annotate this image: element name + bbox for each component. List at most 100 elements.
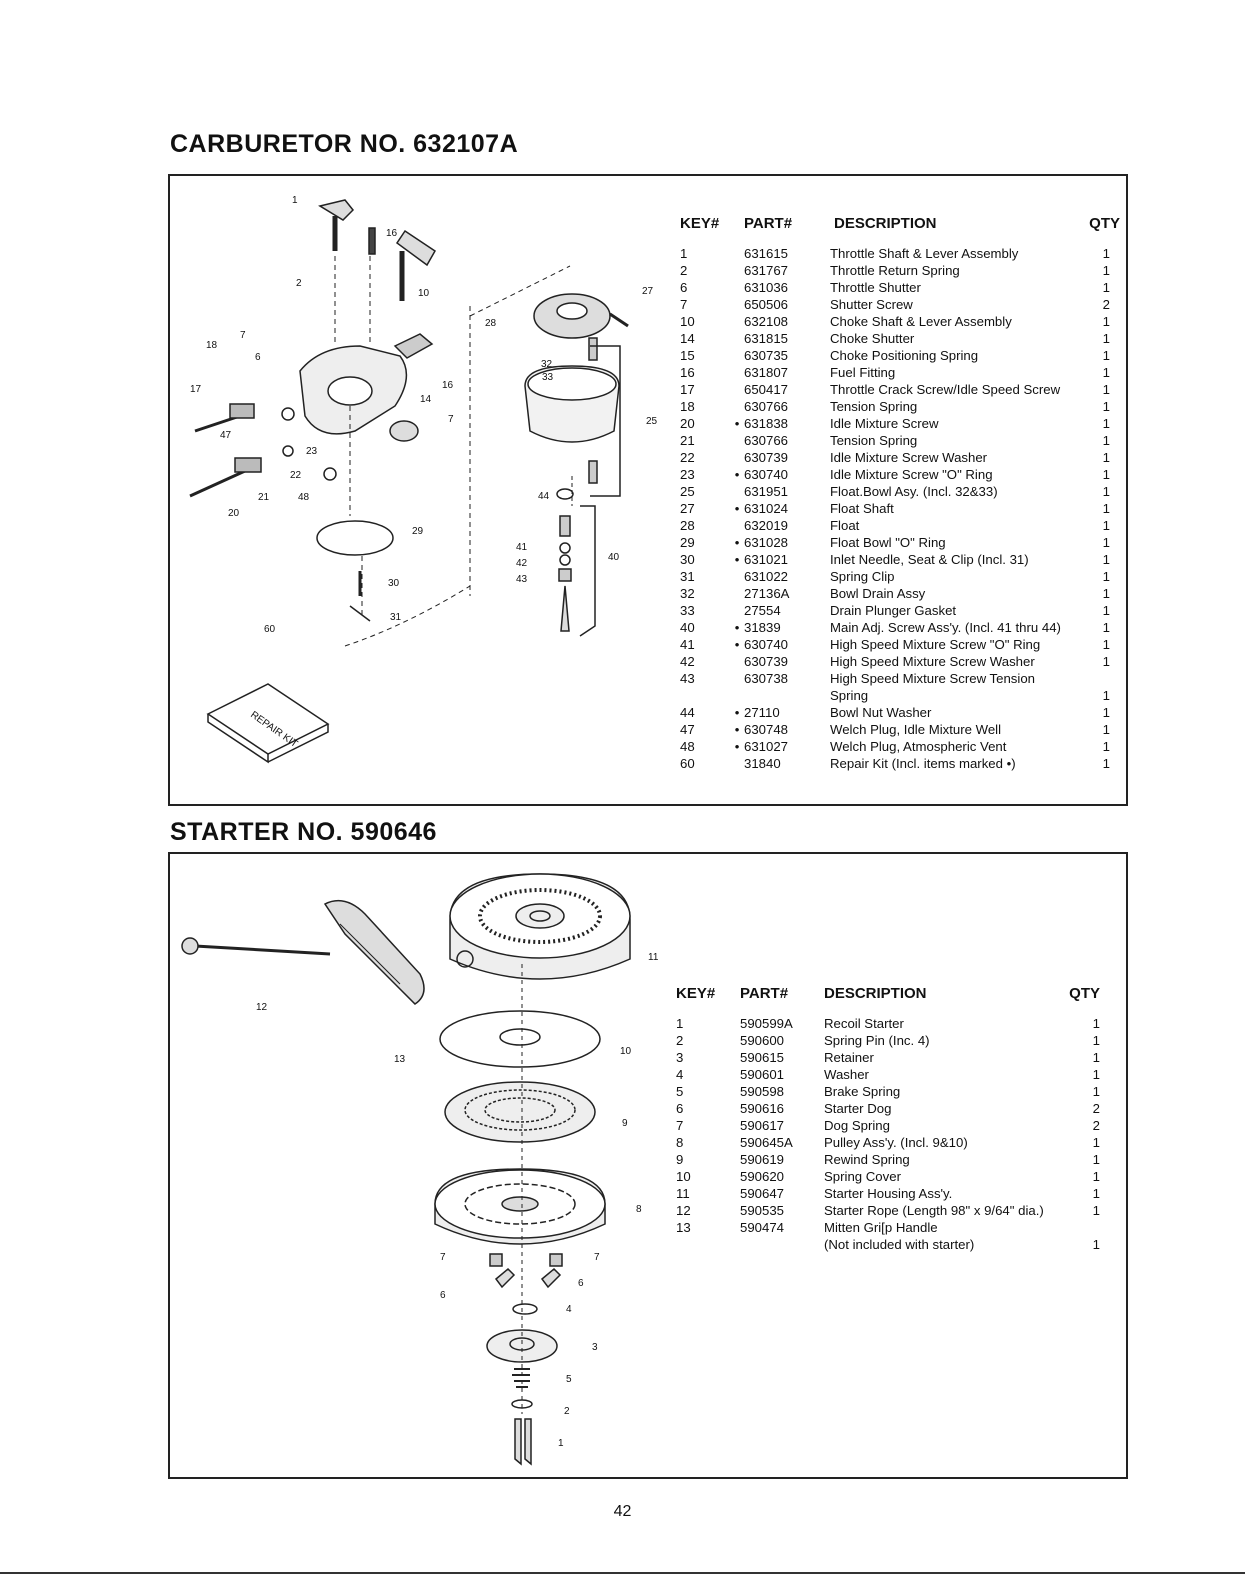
row-marker — [730, 653, 744, 670]
row-key: 3 — [676, 1050, 684, 1065]
row-key: 7 — [680, 297, 688, 312]
row-key: 8 — [676, 1135, 684, 1150]
row-part-number: 590647 — [740, 1186, 785, 1201]
row-part-number: 631027 — [744, 739, 789, 754]
callout-10: 10 — [418, 288, 430, 299]
row-description: Pulley Ass'y. (Incl. 9&10) — [824, 1135, 968, 1150]
row-marker — [730, 313, 744, 330]
page-number: 42 — [613, 1503, 632, 1520]
row-key: 11 — [676, 1186, 690, 1201]
row-description: High Speed Mixture Screw Washer — [830, 654, 1035, 669]
callout-2: 2 — [296, 278, 302, 289]
row-part-number: 590619 — [740, 1152, 785, 1167]
row-marker — [730, 483, 744, 500]
row-description: Dog Spring — [824, 1118, 890, 1133]
row-description: Spring Clip — [830, 569, 895, 584]
row-qty: 1 — [1102, 705, 1110, 720]
row-qty: 1 — [1102, 484, 1110, 499]
rewind-spring-part — [444, 1081, 596, 1143]
row-qty: 1 — [1102, 586, 1110, 601]
callout-28: 28 — [485, 318, 497, 329]
row-part-number: 631022 — [744, 569, 789, 584]
row-part-number: 590617 — [740, 1118, 785, 1133]
row-part-number: 630766 — [744, 433, 789, 448]
starter-callouts: 11 12 13 10 9 8 7 7 6 6 4 3 5 2 1 — [256, 952, 659, 1449]
row-part-number: 590615 — [740, 1050, 785, 1065]
row-description: Idle Mixture Screw "O" Ring — [830, 467, 993, 482]
row-key: 9 — [676, 1152, 684, 1167]
header-part: PART# — [744, 215, 793, 232]
row-key: 14 — [680, 331, 695, 346]
row-key: 30 — [680, 552, 695, 567]
row-description: Welch Plug, Idle Mixture Well — [830, 722, 1002, 737]
row-marker — [730, 602, 744, 619]
row-description: Throttle Shaft & Lever Assembly — [830, 246, 1019, 261]
row-part-number: 27136A — [744, 586, 790, 601]
row-description: Starter Dog — [824, 1101, 892, 1116]
row-part-number: 31839 — [744, 620, 781, 635]
row-marker — [730, 432, 744, 449]
row-key: 16 — [680, 365, 695, 380]
row-key: 29 — [680, 535, 695, 550]
row-marker — [730, 245, 744, 262]
row-part-number: 630739 — [744, 654, 789, 669]
row-marker: • — [734, 620, 740, 635]
row-part-number: 631807 — [744, 365, 789, 380]
callout-20: 20 — [228, 508, 240, 519]
row-qty: 1 — [1102, 501, 1110, 516]
header-key: KEY# — [676, 985, 716, 1002]
row-qty: 1 — [1102, 331, 1110, 346]
row-part-number: 630766 — [744, 399, 789, 414]
row-part-number: 590620 — [740, 1169, 785, 1184]
row-marker: • — [734, 705, 740, 720]
row-qty: 1 — [1092, 1152, 1100, 1167]
row-qty — [1088, 1219, 1100, 1236]
header-key: KEY# — [680, 215, 720, 232]
row-key: 12 — [676, 1203, 691, 1218]
row-key: 48 — [680, 739, 695, 754]
row-description: High Speed Mixture Screw "O" Ring — [830, 637, 1041, 652]
row-key: 7 — [676, 1118, 684, 1133]
callout-3: 3 — [592, 1342, 598, 1353]
row-key: 13 — [676, 1220, 691, 1235]
row-key: 2 — [680, 263, 688, 278]
row-marker — [730, 364, 744, 381]
mitten-grip-part — [323, 899, 425, 1005]
row-description: Idle Mixture Screw — [830, 416, 939, 431]
row-key: 6 — [676, 1101, 684, 1116]
row-part-number — [740, 1236, 824, 1253]
callout-5: 5 — [566, 1374, 572, 1385]
callout-43: 43 — [516, 574, 528, 585]
row-key: 44 — [680, 705, 695, 720]
row-key: 22 — [680, 450, 695, 465]
row-key: 31 — [680, 569, 695, 584]
row-key: 28 — [680, 518, 695, 533]
row-part-number: 27110 — [744, 705, 780, 720]
row-description: Throttle Return Spring — [830, 263, 960, 278]
row-marker — [730, 381, 744, 398]
row-qty: 1 — [1102, 518, 1110, 533]
callout-44: 44 — [538, 491, 550, 502]
row-description: Rewind Spring — [824, 1152, 910, 1167]
row-key: 33 — [680, 603, 695, 618]
table-row: 9 590619 Rewind Spring 1 — [676, 1151, 1100, 1168]
row-qty: 1 — [1102, 688, 1110, 703]
row-key: 18 — [680, 399, 695, 414]
row-description: Inlet Needle, Seat & Clip (Incl. 31) — [830, 552, 1029, 567]
row-key: 27 — [680, 501, 695, 516]
row-description: Recoil Starter — [824, 1016, 904, 1031]
row-part-number: 27554 — [744, 603, 781, 618]
